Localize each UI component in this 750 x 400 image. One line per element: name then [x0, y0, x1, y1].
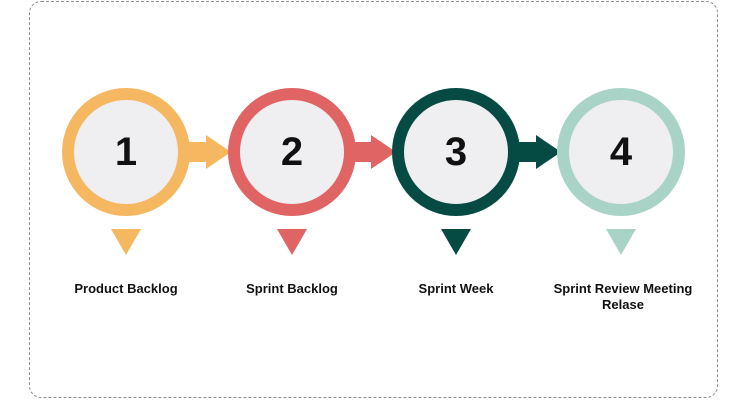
- step-number: 1: [114, 129, 138, 174]
- step-pointer-2: [277, 229, 307, 255]
- arrow-head: [371, 135, 396, 169]
- step-label-1: Product Backlog: [74, 281, 178, 296]
- step-circle-3: 3: [392, 88, 520, 216]
- step-number: 4: [609, 129, 633, 174]
- step-label-4: Sprint Review Meeting Relase: [553, 281, 693, 312]
- step-label-2: Sprint Backlog: [246, 281, 338, 296]
- step-pointer-1: [111, 229, 141, 255]
- step-number: 2: [280, 129, 304, 174]
- step-circle-2: 2: [228, 88, 356, 216]
- step-circle-4: 4: [557, 88, 685, 216]
- step-label-3: Sprint Week: [418, 281, 494, 296]
- arrow-head: [536, 135, 561, 169]
- diagram-frame: [29, 1, 718, 398]
- step-number: 3: [444, 129, 468, 174]
- step-circle-1: 1: [62, 88, 190, 216]
- step-pointer-3: [441, 229, 471, 255]
- step-pointer-4: [606, 229, 636, 255]
- arrow-head: [206, 135, 231, 169]
